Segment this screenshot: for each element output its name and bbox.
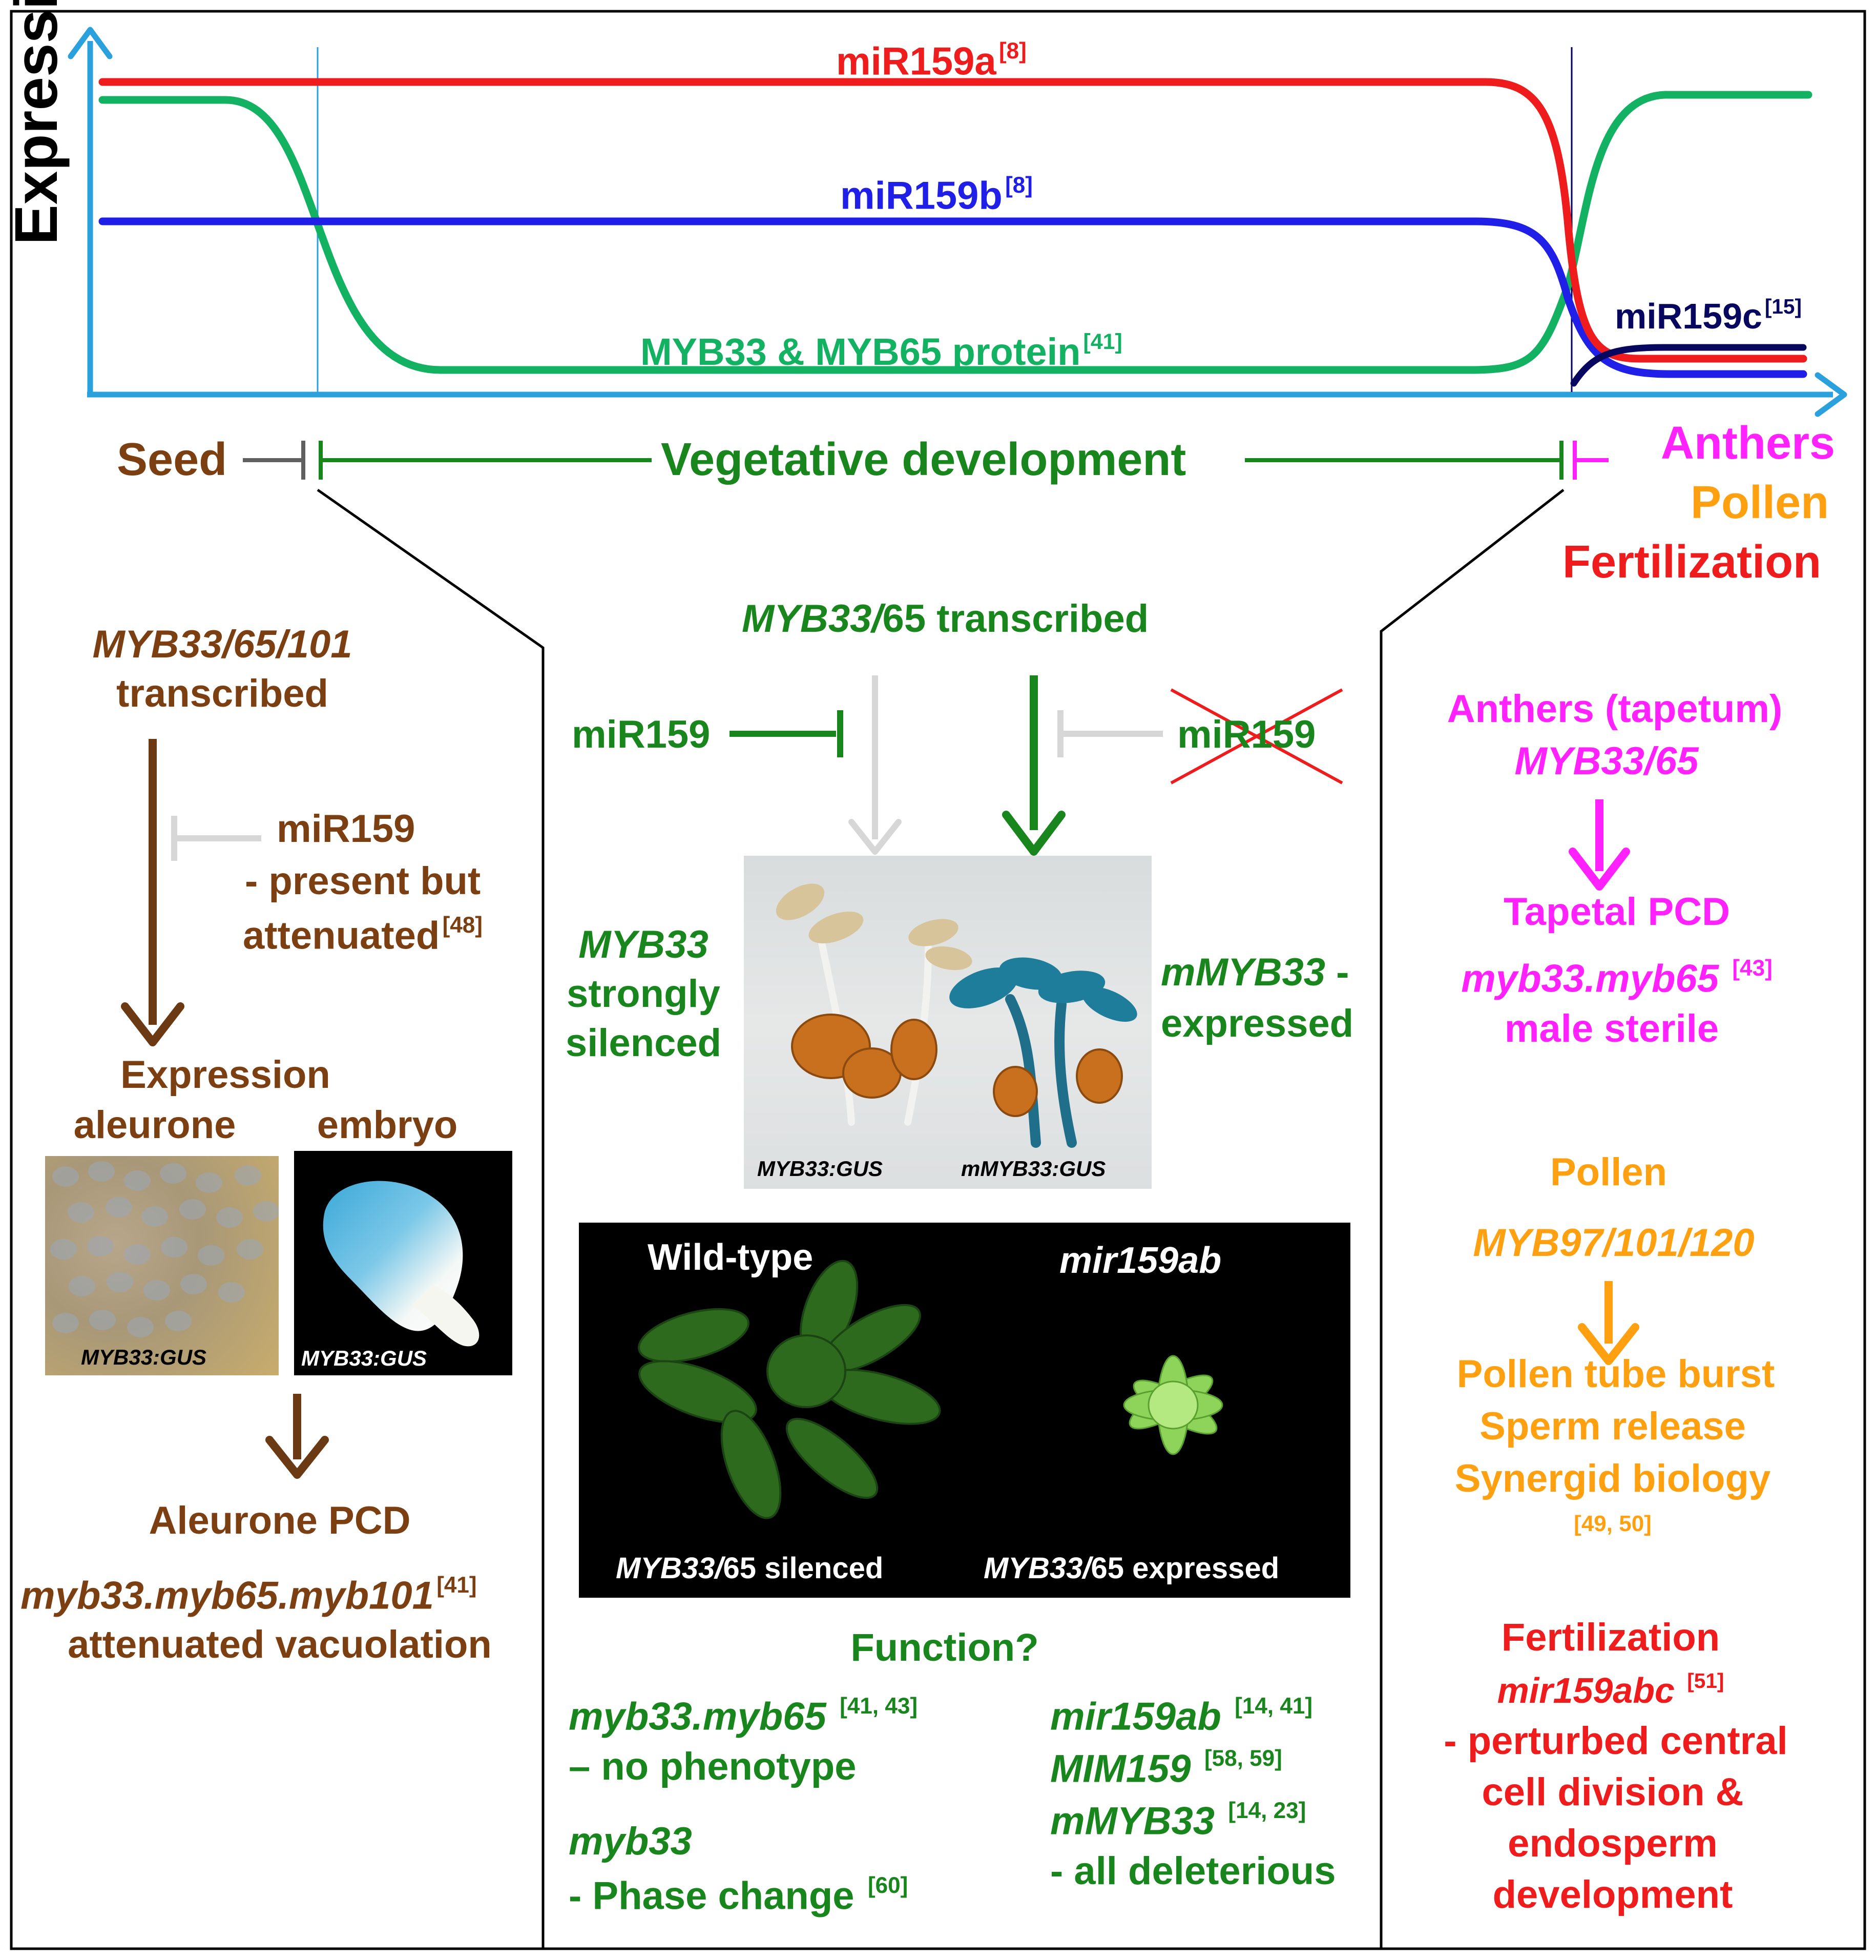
rosette-caption-left: MYB33/65 silenced [616,1552,884,1585]
repro-pollen-3: Synergid biology [1454,1457,1771,1500]
repro-fert-gene: mir159abc [51] [1497,1669,1724,1711]
seed-expression: Expression [120,1053,330,1097]
rosette-photo: Wild-type mir159ab MYB33/65 silenced MYB… [579,1223,1350,1598]
repro-pollen-gene: MYB97/101/120 [1473,1221,1755,1265]
veg-title: MYB33/65 transcribed [742,597,1149,641]
label-mir159c: miR159c[15] [1615,295,1802,337]
seedling-caption-right: mMYB33:GUS [961,1157,1106,1181]
stage-timeline [243,441,1609,480]
curve-mir159b [98,217,1807,378]
seed-mir159: miR159 [277,807,415,851]
curve-myb-protein [98,91,1812,374]
seed-title-text: transcribed [116,672,328,715]
veg-silenced-2: silenced [565,1021,722,1065]
seed-embryo: embryo [317,1103,458,1147]
seedling-gus-photo: MYB33:GUS mMYB33:GUS [744,856,1152,1189]
aleurone-gus-photo: MYB33:GUS [45,1156,279,1375]
repro-pollen-1: Pollen tube burst [1456,1352,1775,1396]
veg-f4-gene: MIM159 [58, 59] [1050,1746,1282,1791]
stage-pollen: Pollen [1691,477,1829,528]
seed-aleurone: aleurone [73,1103,236,1147]
repro-tapetal-pcd: Tapetal PCD [1503,890,1731,934]
funnel-left [317,488,545,1949]
repro-fert-title: Fertilization [1501,1616,1720,1659]
repro-fert-3: endosperm [1508,1822,1718,1865]
veg-mir159-left: miR159 [572,713,711,756]
rosette-caption-right: MYB33/65 expressed [984,1552,1280,1585]
repro-male-sterile: male sterile [1504,1007,1719,1050]
veg-myb33-label: MYB33 [578,923,708,966]
seed-aleurone-pcd: Aleurone PCD [149,1499,411,1542]
veg-f1-gene: myb33.myb65 [41, 43] [569,1694,918,1739]
curve-mir159c [1570,344,1807,387]
veg-f2-text: - Phase change [60] [569,1873,908,1918]
repro-anthers-title: Anthers (tapetum) [1447,687,1783,731]
veg-f1-text: – no phenotype [569,1745,857,1788]
label-mir159b: miR159b[8] [840,173,1033,218]
stage-seed: Seed [117,434,227,485]
wild-type-label: Wild-type [648,1237,814,1278]
aleurone-caption: MYB33:GUS [81,1345,207,1369]
stage-vegetative: Vegetative development [661,434,1186,485]
mir159ab-rosette [1123,1355,1223,1455]
repro-pollen-title: Pollen [1550,1150,1667,1194]
repro-fert-2: cell division & [1482,1770,1744,1814]
stage-anthers: Anthers [1661,418,1836,469]
rosette-drawing [638,1260,1223,1519]
outer-frame [10,10,1866,1950]
veg-f3-gene: mir159ab [14, 41] [1050,1694,1313,1739]
embryo-drawing [323,1181,480,1347]
wild-type-rosette [638,1260,941,1519]
repro-fert-4: development [1492,1873,1733,1916]
seed-mutant: myb33.myb65.myb101[41] [20,1573,477,1618]
veg-mir159-right: miR159 [1177,713,1316,756]
y-axis-label: Expression [3,0,70,245]
embryo-caption: MYB33:GUS [301,1346,427,1370]
seed-title-gene: MYB33/65/101 [92,623,352,666]
aleurone-cell-pattern [50,1161,279,1337]
seed-vacuolation: attenuated vacuolation [68,1623,492,1666]
veg-function: Function? [850,1626,1039,1669]
veg-silenced-1: strongly [567,972,720,1016]
veg-mmyb33-label: mMYB33 - [1161,951,1349,994]
repro-anthers-mutant: myb33.myb65 [43] [1461,956,1773,1001]
label-myb-protein: MYB33 & MYB65 protein[41] [640,329,1122,373]
veg-f2-gene: myb33 [569,1820,692,1863]
veg-f5-gene: mMYB33 [14, 23] [1050,1798,1306,1843]
veg-f6-text: - all deleterious [1050,1849,1336,1893]
embryo-gus-photo: MYB33:GUS [294,1151,512,1375]
seed-arrows [121,739,329,1479]
label-mir159a: miR159a[8] [836,38,1027,84]
seedling-drawing [776,883,1137,1148]
repro-pollen-ref: [49, 50] [1574,1511,1652,1536]
repro-fert-1: - perturbed central [1444,1719,1788,1763]
seedling-caption-left: MYB33:GUS [757,1157,883,1181]
veg-arrows [729,675,1343,856]
seed-attenuated-1: - present but [245,859,481,903]
repro-anthers-gene: MYB33/65 [1514,739,1699,783]
repro-arrows [1569,799,1639,1365]
repro-pollen-2: Sperm release [1479,1405,1746,1448]
stage-fertilization: Fertilization [1562,537,1822,588]
seed-attenuated-2: attenuated[48] [243,913,483,958]
mutant-label: mir159ab [1059,1240,1222,1281]
axes [68,27,1847,417]
funnel-right [1380,489,1565,1949]
veg-expressed: expressed [1161,1002,1354,1045]
